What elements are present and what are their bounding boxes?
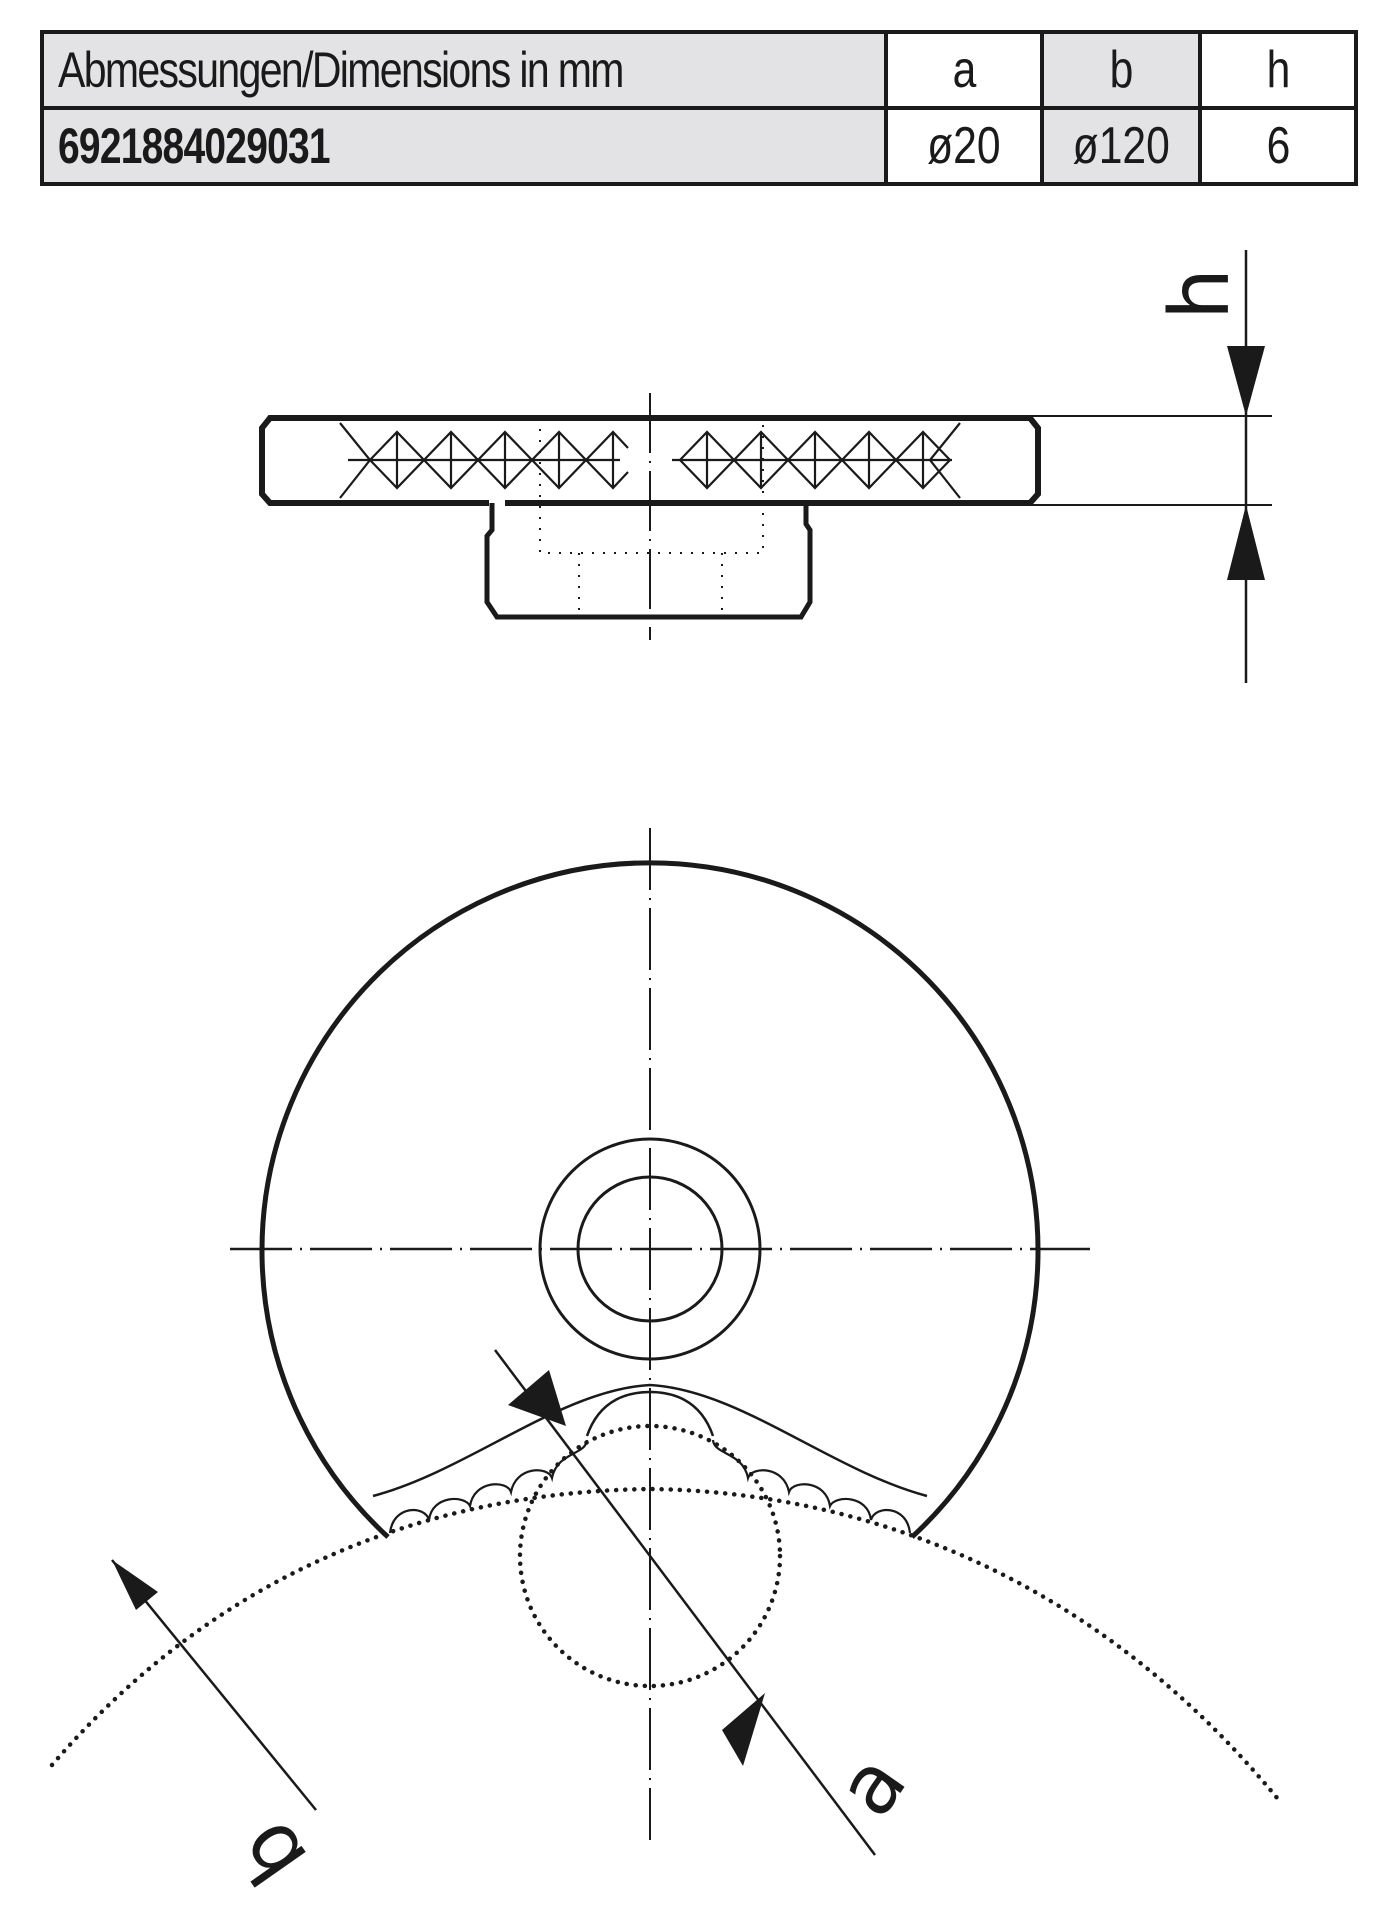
- arrow-up-icon: [1227, 505, 1265, 580]
- arrow-down-icon: [1227, 346, 1265, 416]
- dimensions-label-cell: Abmessungen/Dimensions in mm: [40, 30, 888, 110]
- h-dimension-label: h: [1153, 268, 1248, 320]
- flange-outline: [259, 415, 1041, 506]
- diameter-a-circle: [517, 1423, 783, 1689]
- arrow-a-out-icon: [722, 1693, 765, 1766]
- table-data-row: 6921884029031 ø20 ø120 6: [40, 106, 1358, 186]
- value-h: 6: [1198, 106, 1358, 186]
- b-dimension-label: b: [219, 1804, 327, 1901]
- disc-outline: [259, 860, 1041, 1539]
- arrow-a-in-icon: [508, 1370, 566, 1426]
- article-number-cell: 6921884029031: [40, 106, 888, 186]
- table-header-row: Abmessungen/Dimensions in mm a b h: [40, 30, 1358, 110]
- dimensions-table: Abmessungen/Dimensions in mm a b h 69218…: [40, 30, 1358, 186]
- hidden-bore: [539, 418, 764, 554]
- value-a: ø20: [884, 106, 1044, 186]
- h-dimension: h: [1153, 250, 1265, 683]
- diameter-b-arc: [49, 1486, 1285, 1807]
- b-dimension: b: [111, 1559, 327, 1901]
- hub-outer-circle: [538, 1137, 762, 1361]
- cutout-curve: [372, 1383, 928, 1498]
- value-b: ø120: [1040, 106, 1202, 186]
- bore-circle: [576, 1175, 724, 1323]
- knurl-pattern-right: [672, 422, 961, 499]
- center-bump: [585, 1390, 715, 1437]
- scallop-left: [388, 1439, 589, 1534]
- article-number: 6921884029031: [58, 118, 331, 174]
- scallop-right: [711, 1439, 912, 1534]
- arrow-b-icon: [112, 1560, 158, 1610]
- column-header-a: a: [884, 30, 1044, 110]
- dimensions-label: Abmessungen/Dimensions in mm: [58, 42, 624, 98]
- column-header-b: b: [1040, 30, 1202, 110]
- knurl-pattern-left: [339, 422, 629, 499]
- front-view: [49, 828, 1285, 1840]
- side-view: [259, 393, 1272, 640]
- a-dimension-label: a: [819, 1738, 926, 1834]
- column-header-h: h: [1198, 30, 1358, 110]
- hub-outline: [484, 503, 813, 620]
